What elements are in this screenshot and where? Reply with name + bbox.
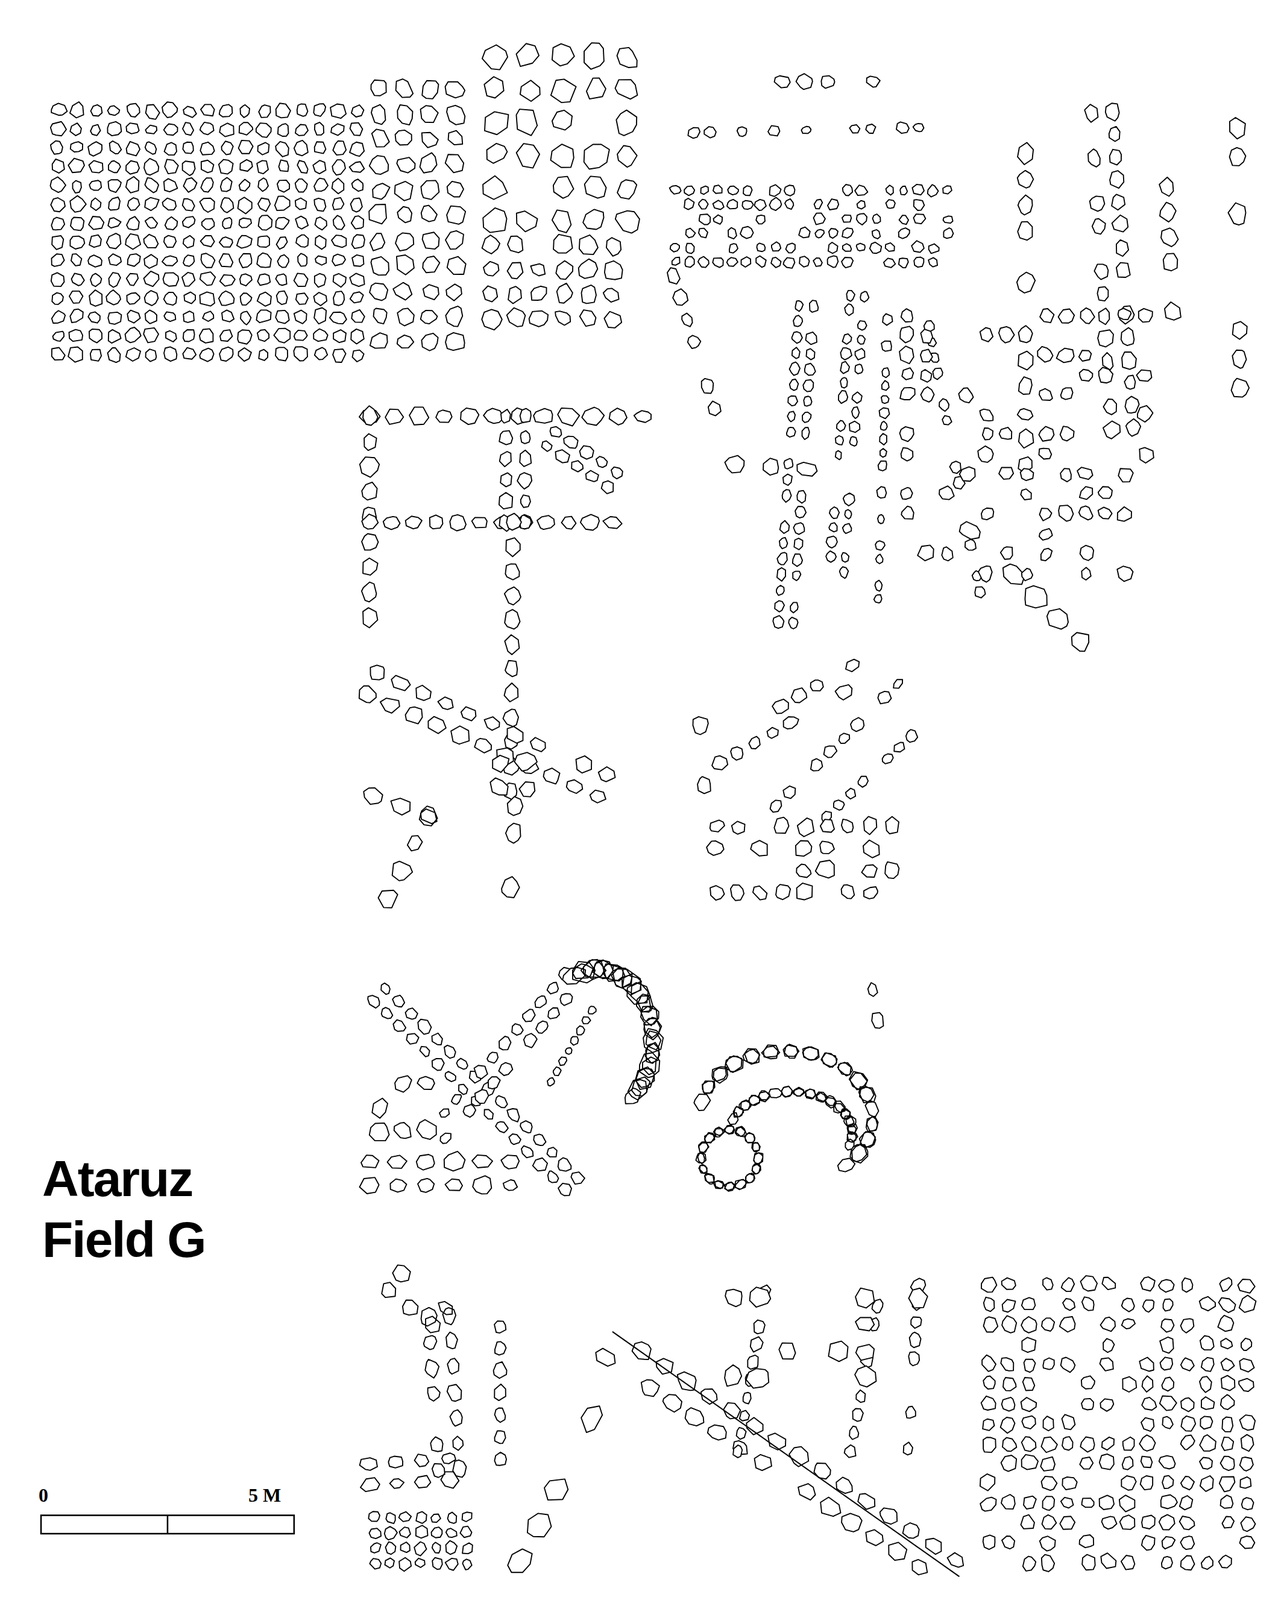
stone-cluster xyxy=(481,234,623,330)
stone-cluster xyxy=(541,426,623,494)
stone-cluster xyxy=(695,1125,763,1192)
stone-cluster xyxy=(770,679,904,812)
stone-cluster xyxy=(363,787,438,908)
stone-cluster xyxy=(359,664,616,803)
stone-cluster xyxy=(1227,117,1250,398)
stone-cluster xyxy=(692,716,711,794)
section-line xyxy=(612,1331,960,1577)
stone-cluster xyxy=(667,267,721,416)
stone-cluster xyxy=(369,1075,437,1141)
stone-cluster xyxy=(368,1511,473,1571)
stone-cluster xyxy=(693,1044,879,1172)
stone-cluster xyxy=(501,796,523,898)
stone-group xyxy=(50,42,1256,1575)
stone-cluster xyxy=(821,729,918,822)
stone-cluster xyxy=(899,308,1154,583)
stone-cluster xyxy=(361,514,622,532)
stone-cluster xyxy=(711,659,860,770)
stone-cluster xyxy=(706,816,899,901)
stone-cluster xyxy=(490,752,538,797)
scale-label: 5 M xyxy=(248,1484,281,1507)
stone-cluster xyxy=(482,42,640,234)
stone-cluster xyxy=(499,408,532,532)
stone-cluster xyxy=(724,1287,928,1388)
stone-cluster xyxy=(1084,103,1141,439)
stone-cluster xyxy=(724,455,817,477)
plan-title: Ataruz Field G xyxy=(42,1148,260,1271)
stone-cluster xyxy=(825,290,869,579)
stone-cluster xyxy=(50,101,365,363)
stone-cluster xyxy=(687,121,924,139)
stone-cluster xyxy=(959,521,1090,652)
stone-cluster xyxy=(669,184,954,269)
scale-bar xyxy=(40,1515,295,1534)
stone-cluster xyxy=(868,982,884,1029)
stone-cluster xyxy=(874,313,893,603)
stone-cluster xyxy=(439,967,573,1144)
scale-bar-frame xyxy=(40,1515,295,1534)
stone-cluster xyxy=(774,73,881,90)
stone-cluster xyxy=(359,1264,467,1492)
scale-label: 0 xyxy=(38,1484,49,1507)
stone-cluster xyxy=(368,78,466,351)
stone-cluster xyxy=(980,1275,1257,1572)
stone-cluster xyxy=(359,1151,520,1194)
stone-cluster xyxy=(507,1405,603,1573)
scale-bar-tick xyxy=(166,1515,169,1534)
stone-cluster xyxy=(1159,177,1181,321)
stone-cluster xyxy=(493,1320,507,1466)
stone-cluster xyxy=(1016,142,1036,473)
stone-cluster xyxy=(547,1006,597,1086)
